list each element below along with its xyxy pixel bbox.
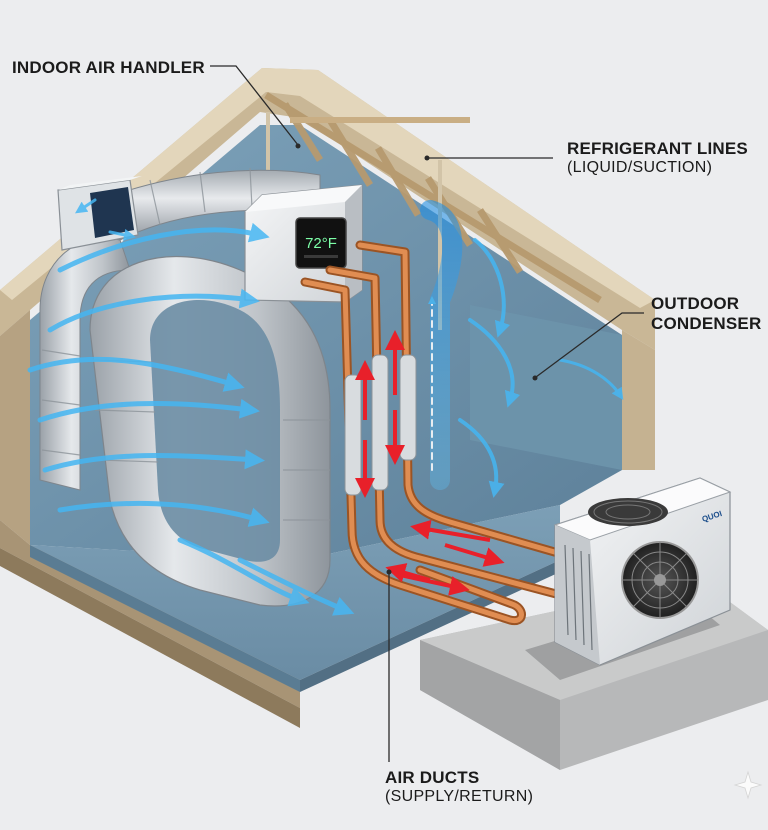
air-ducts-label: AIR DUCTS [385,768,479,787]
refrigerant-lines-sublabel: (LIQUID/SUCTION) [567,159,748,177]
label-refrigerant-lines: REFRIGERANT LINES (LIQUID/SUCTION) [567,139,748,178]
outdoor-condenser-label-line1: OUTDOOR [651,294,761,314]
air-ducts-sublabel: (SUPPLY/RETURN) [385,788,533,806]
label-air-ducts: AIR DUCTS (SUPPLY/RETURN) [385,768,533,807]
thermostat-display: 72°F [305,235,337,252]
outdoor-condenser-label-line2: CONDENSER [651,314,761,334]
label-outdoor-condenser: OUTDOOR CONDENSER [651,294,761,333]
refrigerant-lines-label: REFRIGERANT LINES [567,139,748,158]
indoor-air-handler-label: INDOOR AIR HANDLER [12,58,205,77]
label-indoor-air-handler: INDOOR AIR HANDLER [12,58,205,78]
sparkle-icon [735,772,761,798]
